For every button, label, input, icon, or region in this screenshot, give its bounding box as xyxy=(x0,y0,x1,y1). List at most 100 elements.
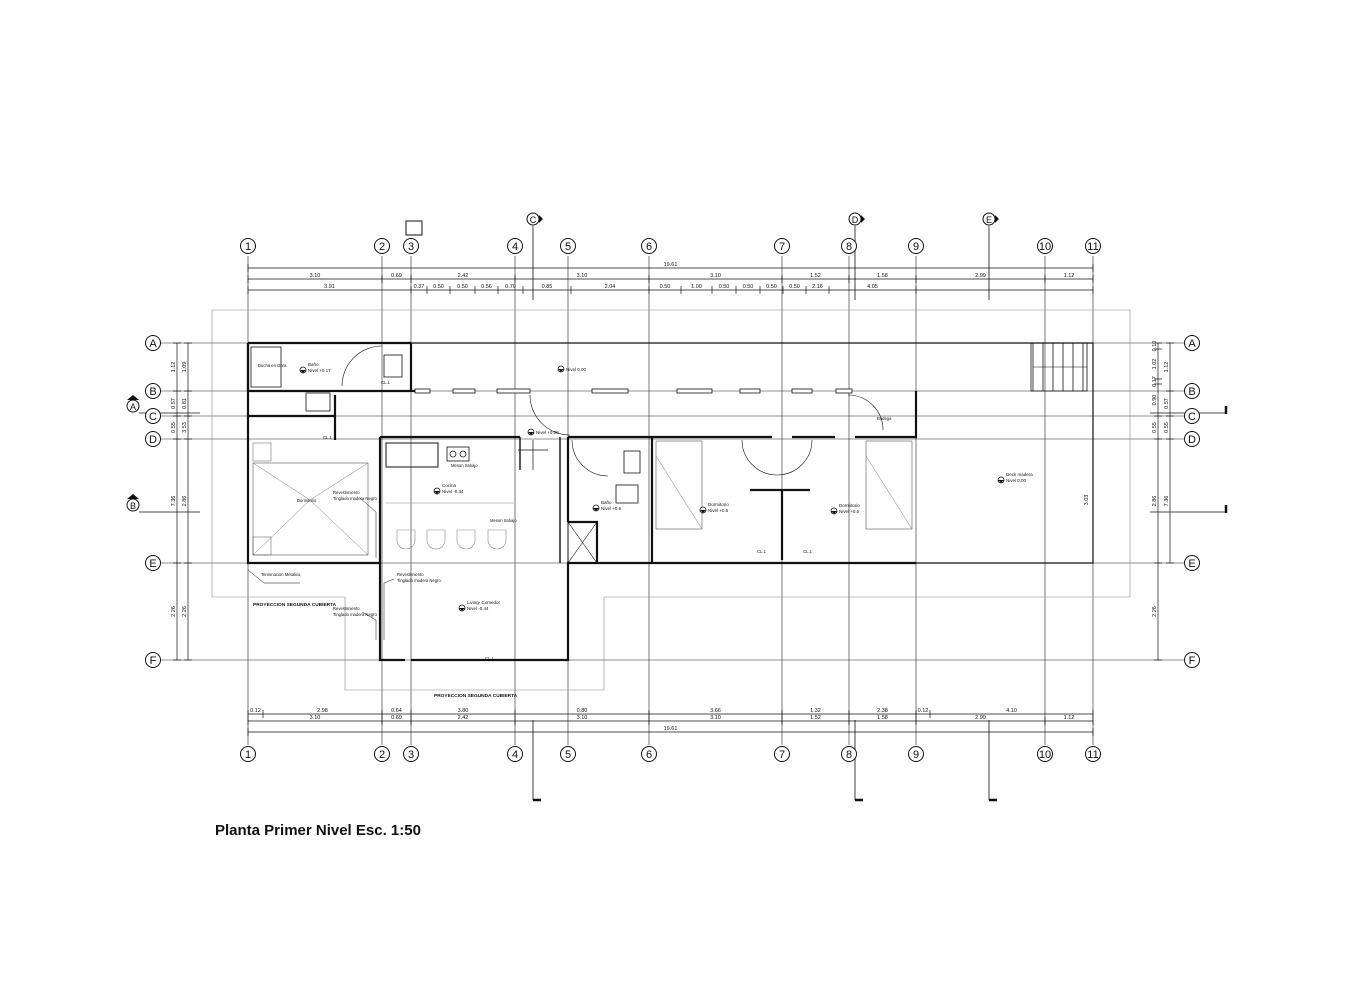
axis-bubble-label: 8 xyxy=(846,241,852,253)
dim-top-row1-label: 1.58 xyxy=(877,273,888,279)
annotation-proy1: PROYECCION SEGUNDA CUBIERTA xyxy=(253,602,337,608)
axis-bubble-label: 2 xyxy=(379,749,385,761)
bed-cover xyxy=(865,455,913,530)
axis-bubble xyxy=(145,555,161,571)
sink xyxy=(615,484,639,504)
window xyxy=(791,388,813,394)
annotation-rev1: Revestimiento xyxy=(333,490,360,495)
axis-bubble xyxy=(507,746,523,762)
section-marker-label: B xyxy=(130,501,136,511)
dim-right-outer-label: 0.90 xyxy=(1152,395,1158,406)
leader-line xyxy=(247,569,300,584)
axis-bubble-label: A xyxy=(1188,338,1196,350)
dim-top-row1-label: 1.12 xyxy=(1064,273,1075,279)
window xyxy=(591,388,629,394)
drawing-title: Planta Primer Nivel Esc. 1:50 xyxy=(215,822,421,839)
interior-wall xyxy=(246,343,413,391)
axis-bubble xyxy=(1184,383,1200,399)
room-name: Cocina xyxy=(442,483,457,488)
room-level: Nivel +0.09 xyxy=(536,430,559,435)
dim-right-outer-label: 0.10 xyxy=(1152,341,1158,352)
section-box xyxy=(405,220,423,236)
axis-bubble-label: 5 xyxy=(565,749,571,761)
axis-bubble xyxy=(145,652,161,668)
level-marker-fill xyxy=(528,432,534,435)
room-level: Nivel -0.44 xyxy=(467,606,489,611)
dim-right-outer-label: 2.86 xyxy=(1152,496,1158,507)
dim-left-outer-label: 0.55 xyxy=(171,422,177,433)
axis-bubble xyxy=(774,238,790,254)
room-name: Baño xyxy=(601,500,612,505)
dim-bottom-row2-label: 1.52 xyxy=(810,715,821,721)
dim-left-outer-label: 0.57 xyxy=(171,398,177,409)
axis-bubble xyxy=(1184,652,1200,668)
axis-bubble xyxy=(1085,238,1101,254)
dim-top-row2-label: 4.05 xyxy=(867,284,878,290)
dim-bottom-row1-label: 0.64 xyxy=(391,708,402,714)
window xyxy=(739,388,761,394)
door-swing xyxy=(529,394,571,436)
axis-bubble-label: B xyxy=(149,386,156,398)
bar-stool xyxy=(487,529,507,550)
exterior-wall xyxy=(246,341,411,565)
axis-bubble xyxy=(641,238,657,254)
dim-top-row2-label: 0.50 xyxy=(789,284,800,290)
axis-bubble-label: C xyxy=(149,411,157,423)
axis-bubble-label: 11 xyxy=(1087,749,1098,761)
axis-bubble-label: 10 xyxy=(1039,241,1051,253)
axis-bubble xyxy=(908,746,924,762)
axis-bubble-label: 11 xyxy=(1087,241,1098,253)
dim-right-inner-label: 7.36 xyxy=(1164,496,1170,507)
axis-bubble-label: 2 xyxy=(379,241,385,253)
dim-right-inner-label: 1.12 xyxy=(1164,362,1170,373)
axis-bubble xyxy=(1037,746,1053,762)
stove xyxy=(446,446,470,462)
section-marker-label: D xyxy=(852,215,859,225)
burner xyxy=(459,450,467,458)
exterior-wall xyxy=(378,437,916,662)
dim-right-inner-label: 0.55 xyxy=(1164,422,1170,433)
dim-top-row1-label: 3.10 xyxy=(710,273,721,279)
shower-cross xyxy=(567,521,598,564)
dim-bottom-row1-label: 2.38 xyxy=(877,708,888,714)
axis-bubble xyxy=(1085,746,1101,762)
axis-bubble-label: D xyxy=(1188,434,1196,446)
axis-bubble xyxy=(1184,555,1200,571)
door-swing xyxy=(847,394,884,431)
axis-bubble xyxy=(145,383,161,399)
dim-left-inner-label: 3.53 xyxy=(182,422,188,433)
annotation-meson_trabajo: Meson trabajo xyxy=(451,463,478,468)
annotation-rev1_sub: Tinglado madera Negro xyxy=(333,496,378,501)
dim-bottom-row2-label: 0.69 xyxy=(391,715,402,721)
room-name: Baño xyxy=(308,362,319,367)
dim-top-row2-label: 0.50 xyxy=(457,284,468,290)
dim-top-row2-label: 0.50 xyxy=(719,284,730,290)
axis-bubble xyxy=(560,746,576,762)
axis-bubble xyxy=(1184,431,1200,447)
burner xyxy=(449,450,457,458)
dim-bottom-row1-label: 2.98 xyxy=(317,708,328,714)
axis-bubble-label: A xyxy=(149,338,157,350)
window xyxy=(835,388,853,394)
dim-top-row2-label: 0.50 xyxy=(660,284,671,290)
level-marker-fill xyxy=(998,480,1004,483)
bed xyxy=(252,462,369,556)
dim-left-inner-label: 2.86 xyxy=(182,496,188,507)
room-name: Deck madera xyxy=(1006,472,1033,477)
dim-bottom-row1-label: 0.12 xyxy=(918,708,929,714)
level-marker-fill xyxy=(300,370,306,373)
door-swing xyxy=(571,439,609,477)
dim-top-row2-label: 0.50 xyxy=(766,284,777,290)
interior-wall xyxy=(519,437,561,563)
axis-bubble xyxy=(374,238,390,254)
dim-bottom-row2-label: 2.42 xyxy=(458,715,469,721)
level-marker-fill xyxy=(700,510,706,513)
nightstand xyxy=(252,442,272,462)
axis-bubble-label: 9 xyxy=(913,241,919,253)
annotation-rev3_sub: Tinglado madera Negro xyxy=(333,612,378,617)
dim-right-outer-label: 2.26 xyxy=(1152,606,1158,617)
dim-left-outer-label: 1.12 xyxy=(171,362,177,373)
dim-deck-label: 3.03 xyxy=(1084,495,1090,506)
axis-bubble-label: F xyxy=(1189,655,1196,667)
dim-right-outer-label: 0.55 xyxy=(1152,422,1158,433)
